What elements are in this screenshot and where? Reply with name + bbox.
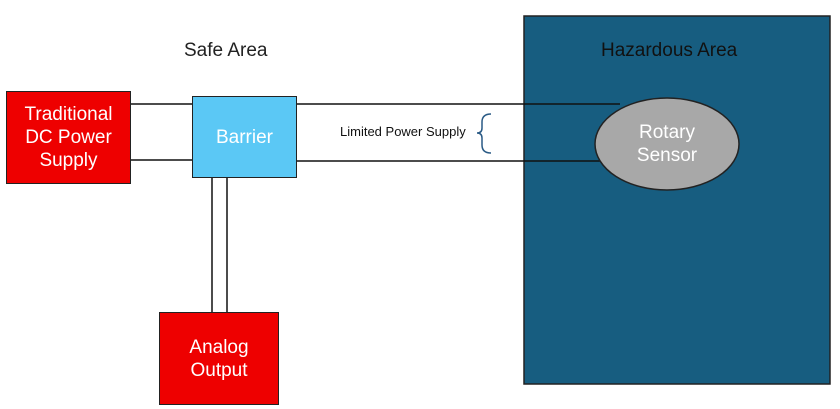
safe-area-title: Safe Area — [184, 40, 268, 61]
barrier-box: Barrier — [192, 96, 297, 178]
rotary-sensor-label: Rotary Sensor — [636, 122, 698, 166]
dc-power-supply-box: Traditional DC Power Supply — [6, 91, 131, 184]
hazardous-area-title: Hazardous Area — [601, 40, 738, 61]
limited-power-supply-label: Limited Power Supply — [340, 124, 466, 139]
rotary-sensor-shape — [594, 97, 740, 191]
hazardous-area-zone — [523, 15, 831, 385]
limited-supply-brace — [476, 113, 492, 154]
analog-output-box: Analog Output — [159, 312, 279, 405]
